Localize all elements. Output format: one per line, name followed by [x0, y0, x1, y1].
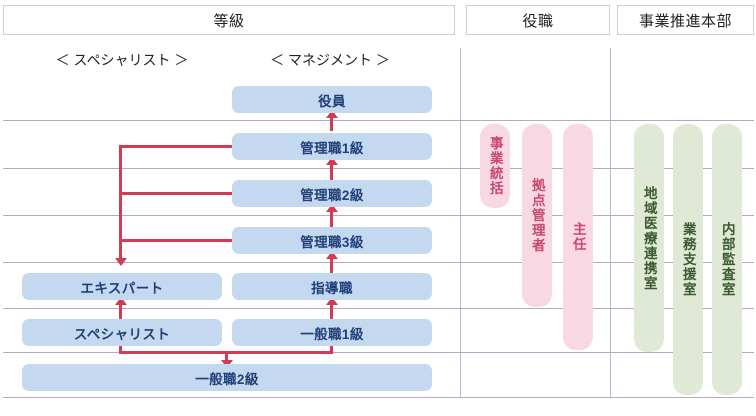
department-bar-regional-medical-liaison[interactable]: 地域医療連携室 — [634, 124, 664, 352]
grade-box-label: スペシャリスト — [73, 326, 171, 342]
grade-box-general-1[interactable]: 一般職1級 — [232, 319, 432, 346]
department-bar-label: 業務支援室 — [680, 222, 696, 297]
grid-line — [3, 352, 754, 353]
connector-arrow-up — [115, 297, 127, 305]
connector-arrow-up — [326, 251, 338, 259]
department-bar-label: 内部監査室 — [719, 222, 735, 297]
grade-box-manager-1[interactable]: 管理職1級 — [232, 133, 432, 160]
grade-box-specialist[interactable]: スペシャリスト — [22, 319, 222, 346]
connector-arrow-up — [326, 157, 338, 165]
connector-line — [330, 211, 333, 229]
grid-line — [3, 215, 754, 216]
connector-line — [330, 258, 333, 276]
grade-box-supervisor[interactable]: 指導職 — [232, 273, 432, 300]
department-bar-internal-audit[interactable]: 内部監査室 — [712, 124, 742, 395]
connector-line — [119, 145, 234, 148]
subheading-management: ＜ マネジメント ＞ — [270, 52, 390, 68]
position-bar-site-manager[interactable]: 拠点管理者 — [522, 124, 552, 307]
grade-box-label: 一般職1級 — [300, 326, 364, 342]
grade-box-label: 管理職1級 — [300, 140, 364, 156]
connector-line — [330, 343, 333, 353]
grade-box-general-2[interactable]: 一般職2級 — [22, 364, 432, 391]
department-bar-business-support[interactable]: 業務支援室 — [673, 124, 703, 395]
position-bar-chief[interactable]: 主任 — [563, 124, 593, 350]
connector-arrow-up — [326, 204, 338, 212]
grade-box-manager-2[interactable]: 管理職2級 — [232, 180, 432, 207]
header-column-grade: 等級 — [3, 5, 455, 35]
header-column-headquarters: 事業推進本部 — [617, 5, 754, 35]
grid-line — [3, 120, 754, 121]
connector-line — [330, 117, 333, 131]
connector-line — [119, 343, 122, 353]
grade-box-label: 管理職3級 — [300, 234, 364, 250]
connector-line — [119, 239, 234, 242]
connector-line — [225, 351, 228, 361]
connector-line — [119, 304, 122, 322]
grade-box-label: 一般職2級 — [195, 371, 259, 387]
grade-box-label: 指導職 — [311, 280, 353, 296]
position-bar-business-director[interactable]: 事業統括 — [480, 124, 510, 208]
grade-box-expert[interactable]: エキスパート — [22, 273, 222, 300]
position-bar-label: 拠点管理者 — [529, 178, 545, 253]
grade-box-label: エキスパート — [80, 280, 164, 296]
header-column-position-label: 役職 — [522, 12, 554, 30]
connector-arrow-down — [115, 258, 127, 266]
connector-line — [330, 164, 333, 182]
grid-line — [3, 308, 754, 309]
grade-box-executive[interactable]: 役員 — [232, 86, 432, 113]
grade-box-label: 役員 — [318, 93, 346, 109]
grid-line — [3, 262, 754, 263]
grid-divider-position — [460, 48, 461, 397]
grade-box-label: 管理職2級 — [300, 187, 364, 203]
connector-line — [119, 192, 234, 195]
subheading-specialist: ＜ スペシャリスト ＞ — [55, 52, 189, 68]
position-bar-label: 事業統括 — [487, 136, 503, 196]
connector-spine — [119, 145, 122, 262]
position-bar-label: 主任 — [570, 222, 586, 252]
department-bar-label: 地域医療連携室 — [641, 185, 657, 291]
grid-line — [3, 168, 754, 169]
header-column-headquarters-label: 事業推進本部 — [638, 12, 732, 30]
grade-box-manager-3[interactable]: 管理職3級 — [232, 227, 432, 254]
connector-arrow-up — [326, 110, 338, 118]
connector-line — [330, 304, 333, 322]
grid-line — [3, 397, 754, 398]
connector-arrow-up — [326, 297, 338, 305]
header-column-grade-label: 等級 — [213, 12, 245, 30]
header-column-position: 役職 — [466, 5, 610, 35]
grid-divider-headquarters — [610, 48, 611, 397]
